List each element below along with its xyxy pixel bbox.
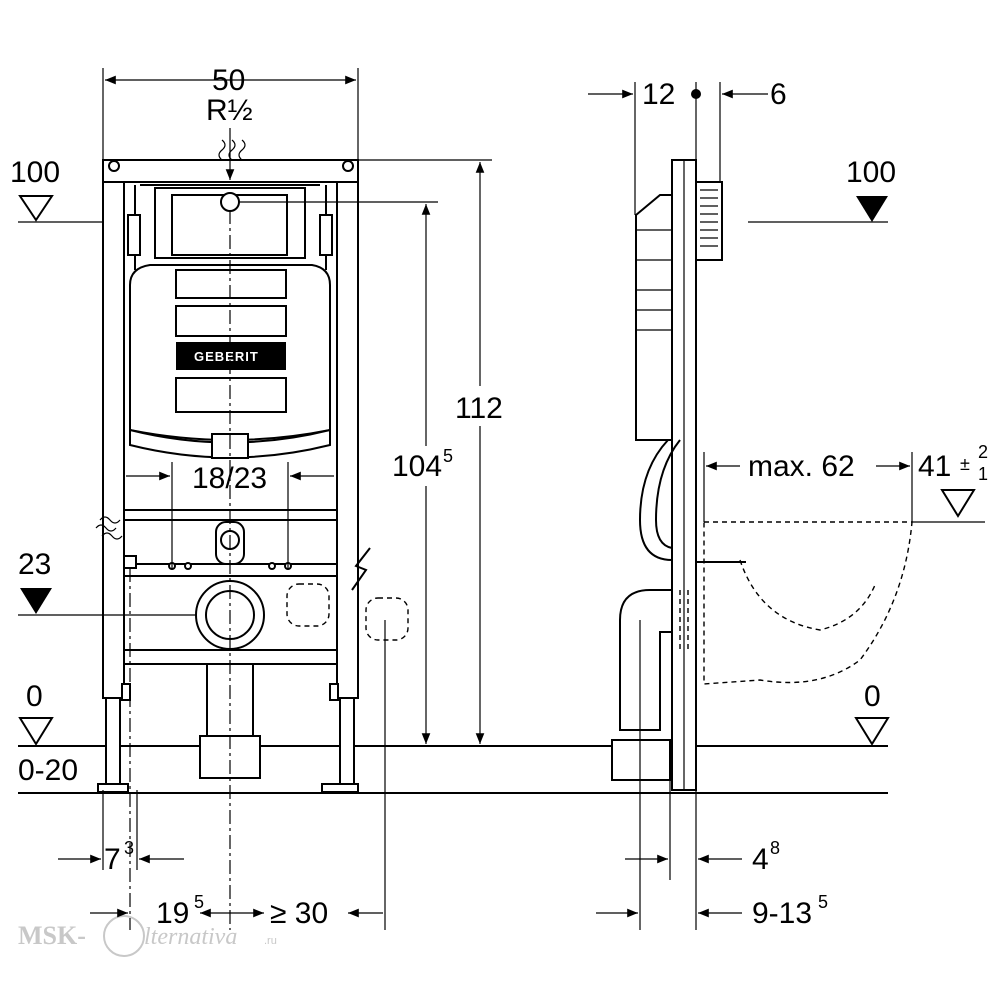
min-clear-label: ≥ 30: [270, 897, 328, 930]
side-waste-bend: [619, 589, 673, 731]
side-level-top-label: 100: [846, 156, 896, 189]
side-mount-plate: [695, 181, 723, 261]
side-dim-dot: [691, 89, 701, 99]
offset-label: 7: [104, 843, 121, 876]
side-flush-pipe: [638, 439, 673, 561]
logo-plate: [176, 342, 286, 370]
side-level-marker-solid: [856, 196, 888, 222]
cistern-slot-1: [175, 269, 287, 299]
left-foot: [97, 783, 129, 793]
frame-left-post: [102, 159, 125, 699]
side-dim-12-label: 12: [642, 78, 675, 111]
cistern-slot-2: [175, 305, 287, 337]
water-inlet: [220, 192, 240, 212]
side-view: 12 6 100 max. 62 41 ± 2 1 0 4 8 9-13 5: [588, 78, 988, 930]
rim-tol-minus: 1: [978, 464, 988, 484]
frame-right-leg: [339, 697, 355, 789]
level-floor-label: 0: [26, 680, 43, 713]
toilet-bowl-outline: [703, 521, 913, 685]
range-label: 9-13: [752, 897, 812, 930]
width-label: 50: [212, 64, 245, 97]
front-dimensions: 50 R½ 112 104 5 18/23: [10, 64, 508, 930]
floor-lines: [18, 745, 888, 794]
depth-label: 4: [752, 843, 769, 876]
side-level-marker-hollow: [854, 717, 890, 746]
frame-bolt-left: [108, 160, 120, 172]
cistern-slot-3: [175, 377, 287, 413]
right-foot: [321, 783, 359, 793]
level-mid-label: 23: [18, 548, 51, 581]
level-top-label: 100: [10, 156, 60, 189]
cistern-bracket: [127, 184, 333, 270]
side-cistern: [635, 194, 673, 441]
rim-height-label: 41: [918, 450, 951, 483]
side-drain-socket: [611, 739, 671, 781]
electrical-boxes: [95, 139, 409, 641]
side-label: 19: [156, 897, 189, 930]
level-marker-hollow-top: [18, 195, 54, 222]
side-sup: 5: [194, 892, 204, 912]
drain-pipe: [206, 663, 254, 737]
watermark: MSK- lternativa .ru: [18, 915, 277, 957]
bracket-clip-right: [319, 214, 333, 256]
watermark-circle-a: [103, 915, 145, 957]
frame-left-leg: [105, 697, 121, 789]
bracket-clip-left: [127, 214, 141, 256]
reach-label: max. 62: [748, 450, 855, 483]
frame-right-post: [336, 159, 359, 699]
offset-sup: 3: [124, 838, 134, 858]
height-inlet-sup: 5: [443, 446, 453, 466]
watermark-script: lternativa: [144, 924, 237, 950]
power-socket-box-1: [286, 583, 330, 627]
lightning-icon: [351, 547, 371, 591]
rim-tol-sign: ±: [960, 454, 970, 474]
watermark-suffix: .ru: [264, 935, 277, 947]
rim-level-marker: [940, 489, 976, 518]
watermark-prefix: MSK-: [18, 921, 86, 950]
front-view: GEBERIT: [10, 64, 508, 930]
range-sup: 5: [818, 892, 828, 912]
waste-outlet: [195, 580, 265, 779]
right-adjust: [329, 683, 339, 701]
floor-range-label: 0-20: [18, 754, 78, 787]
brand-logo: GEBERIT: [194, 349, 259, 364]
water-wave-icon-top: [218, 139, 246, 161]
rim-tol-plus: 2: [978, 442, 988, 462]
depth-sup: 8: [770, 838, 780, 858]
thread-label: R½: [206, 94, 253, 127]
side-dim-6-label: 6: [770, 78, 787, 111]
side-level-floor-label: 0: [864, 680, 881, 713]
water-wave-icon-left: [95, 516, 123, 540]
height-total-label: 112: [455, 392, 503, 425]
level-marker-solid-mid: [20, 588, 52, 614]
left-adjust: [121, 683, 131, 701]
level-marker-hollow-floor: [18, 717, 54, 746]
supply-port: [123, 555, 137, 569]
height-inlet-label: 104: [392, 450, 442, 483]
power-socket-box-2: [365, 597, 409, 641]
cistern: GEBERIT: [129, 264, 331, 459]
frame-bolt-right: [342, 160, 354, 172]
